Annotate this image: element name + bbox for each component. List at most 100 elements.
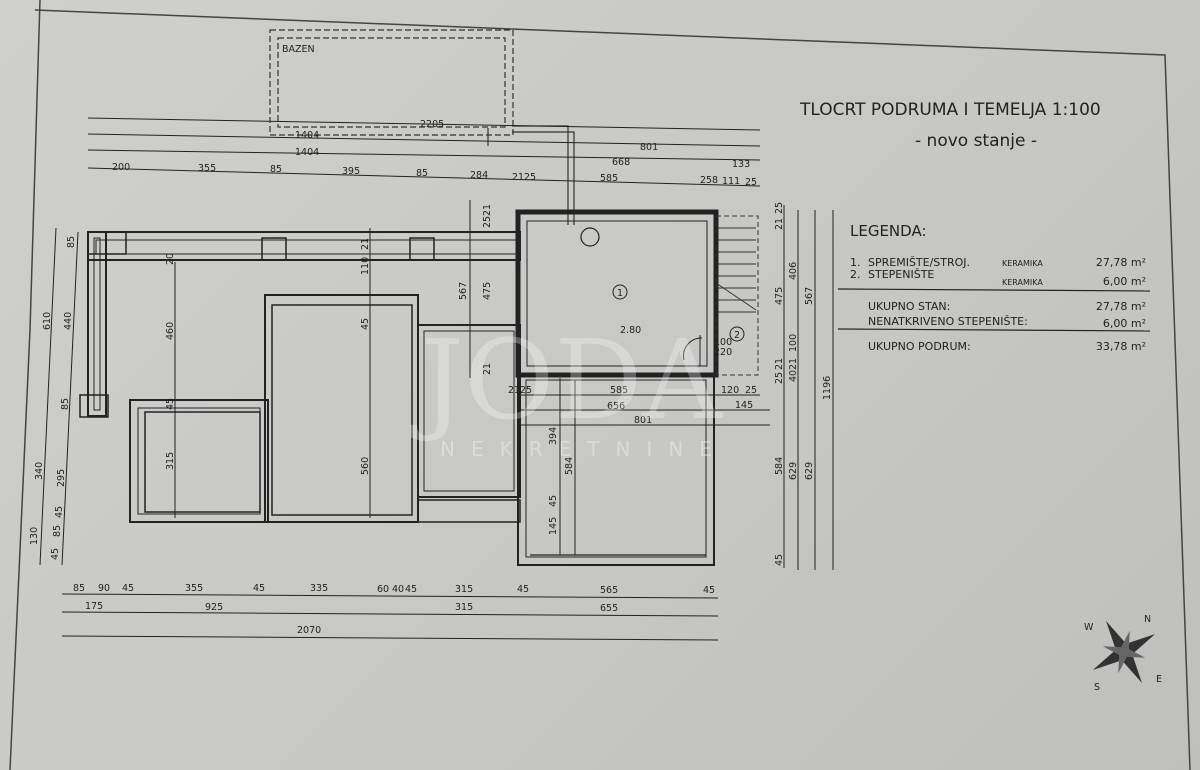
- top-dimensions: 2205 1404 801 1404 668 133 200 355 85 39…: [112, 119, 757, 188]
- dim-label: 355: [185, 583, 203, 594]
- dim-label: 85: [270, 164, 282, 175]
- dim-label: 610: [42, 312, 53, 330]
- dim-label: 45: [122, 583, 134, 594]
- dim-label: 21: [774, 358, 785, 370]
- dim-label: 45: [165, 398, 176, 410]
- watermark-logo: JODA: [410, 316, 723, 444]
- dim-label: 145: [735, 400, 753, 411]
- dim-label: 85: [66, 236, 77, 248]
- compass-south: S: [1094, 682, 1100, 693]
- dim-label: 200: [112, 162, 130, 173]
- dim-label: 21: [512, 172, 524, 183]
- legend-row: 2. STEPENIŠTE KERAMIKA 6,00 m²: [850, 268, 1146, 288]
- legend-total-label: UKUPNO STAN:: [868, 300, 950, 313]
- dim-label: 20: [165, 253, 176, 265]
- dim-label: 130: [29, 527, 40, 545]
- dim-label: 2205: [420, 119, 444, 130]
- dim-label: 25: [745, 177, 757, 188]
- dim-label: 45: [54, 506, 65, 518]
- dim-label: 145: [548, 517, 559, 535]
- legend-heading: LEGENDA:: [850, 222, 927, 240]
- legend-row: 1. SPREMIŠTE/STROJ. KERAMIKA 27,78 m²: [850, 256, 1146, 269]
- dim-label: 45: [360, 318, 371, 330]
- dim-label: 1404: [295, 147, 319, 158]
- legend-divider: [837, 288, 1151, 292]
- legend-total-area: 33,78 m²: [1096, 340, 1146, 353]
- legend-total-label: UKUPNO PODRUM:: [868, 340, 971, 353]
- room-number: 1: [617, 288, 623, 299]
- dim-label: 90: [98, 583, 110, 594]
- legend-num: 1.: [850, 256, 861, 269]
- dim-label: 25: [745, 385, 757, 396]
- legend-num: 2.: [850, 268, 861, 281]
- dim-label: 85: [60, 398, 71, 410]
- dim-label: 315: [165, 452, 176, 470]
- dim-label: 585: [600, 173, 618, 184]
- dim-label: 40: [788, 370, 799, 382]
- pool: BAZEN: [269, 29, 514, 136]
- legend-total-area: 27,78 m²: [1096, 300, 1146, 313]
- dim-label: 668: [612, 157, 630, 168]
- legend-area: 6,00 m²: [1103, 275, 1146, 288]
- dim-label: 85: [52, 525, 63, 537]
- dim-label: 567: [458, 282, 469, 300]
- dim-label: 475: [482, 282, 493, 300]
- height-mark: 2.80: [620, 325, 641, 336]
- room-number: 2: [734, 330, 740, 341]
- dim-label: 629: [788, 462, 799, 480]
- dim-label: 110: [360, 257, 371, 275]
- dim-label: 567: [804, 287, 815, 305]
- legend-floor: KERAMIKA: [1002, 259, 1043, 268]
- dim-label: 584: [564, 457, 575, 475]
- room-marker-2: [729, 326, 745, 342]
- walls: [79, 209, 719, 566]
- dim-label: 45: [774, 554, 785, 566]
- drawing-subtitle: - novo stanje -: [915, 131, 1037, 151]
- dim-label: 395: [342, 166, 360, 177]
- dim-label: 284: [470, 170, 488, 181]
- dim-label: 460: [165, 322, 176, 340]
- legend-area: 27,78 m²: [1096, 256, 1146, 269]
- door-width: 100: [714, 337, 732, 348]
- dim-label: 656: [607, 401, 625, 412]
- dim-label: 629: [804, 462, 815, 480]
- compass-west: W: [1084, 622, 1094, 633]
- dim-label: 394: [548, 427, 559, 445]
- legend-total-area: 6,00 m²: [1103, 317, 1146, 330]
- dim-label: 45: [253, 583, 265, 594]
- stairs: [715, 215, 759, 376]
- dim-label: 85: [73, 583, 85, 594]
- legend: LEGENDA: 1. SPREMIŠTE/STROJ. KERAMIKA 27…: [837, 222, 1151, 353]
- bottom-dimensions: 85 90 45 355 45 335 60 40 45 315 45 565 …: [73, 583, 715, 636]
- room-marker-1: [612, 284, 628, 300]
- inner-dimensions: 460 560 315 567 475 21 25 394 584 45 145…: [165, 204, 757, 535]
- dim-label: 25: [482, 216, 493, 228]
- dim-label: 45: [548, 495, 559, 507]
- dim-label: 355: [198, 163, 216, 174]
- dim-label: 100: [788, 334, 799, 352]
- dim-label: 21: [774, 218, 785, 230]
- dim-label: 45: [517, 584, 529, 595]
- dim-label: 565: [600, 585, 618, 596]
- dim-label: 440: [63, 312, 74, 330]
- dim-label: 45: [405, 584, 417, 595]
- compass-east: E: [1156, 674, 1162, 685]
- dim-label: 60: [377, 584, 389, 595]
- legend-floor: KERAMIKA: [1002, 278, 1043, 287]
- dim-label: 21: [482, 363, 493, 375]
- dim-label: 21: [482, 204, 493, 216]
- pool-label: BAZEN: [282, 44, 315, 55]
- dim-label: 560: [360, 457, 371, 475]
- dim-label: 801: [634, 415, 652, 426]
- dim-label: 315: [455, 584, 473, 595]
- dim-label: 655: [600, 603, 618, 614]
- dim-label: 335: [310, 583, 328, 594]
- compass-north: N: [1144, 614, 1151, 625]
- dim-label: 406: [788, 262, 799, 280]
- dim-label: 45: [50, 548, 61, 560]
- legend-divider: [837, 328, 1151, 332]
- dim-label: 340: [34, 462, 45, 480]
- dim-label: 295: [56, 469, 67, 487]
